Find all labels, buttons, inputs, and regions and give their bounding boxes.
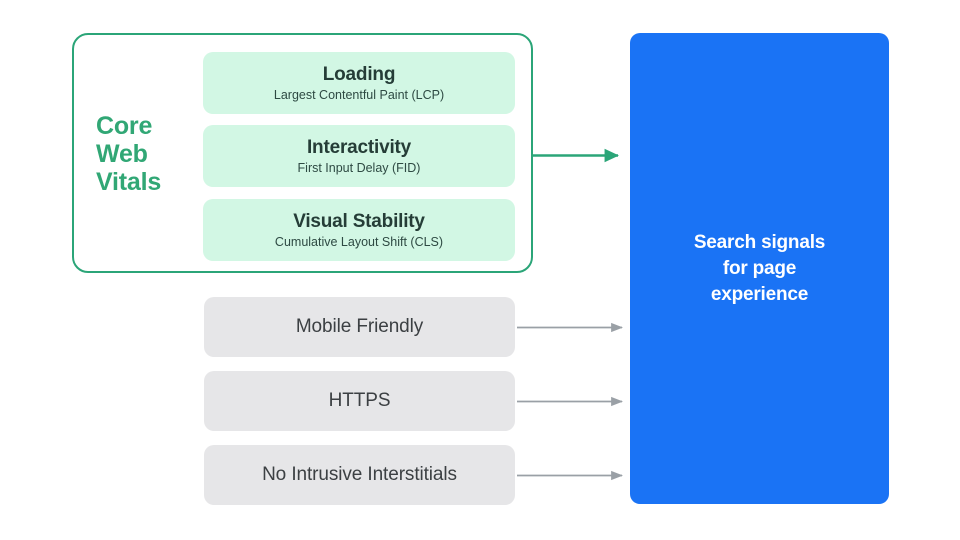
- core-web-vitals-group: [72, 33, 533, 273]
- metric-title-interactivity: Interactivity: [306, 136, 412, 158]
- signal-label-https: HTTPS: [328, 390, 391, 411]
- metric-card-visual-stability[interactable]: Visual Stability Cumulative Layout Shift…: [203, 199, 515, 261]
- metric-card-interactivity[interactable]: Interactivity First Input Delay (FID): [203, 125, 515, 187]
- signal-box-no-intrusive-interstitials[interactable]: No Intrusive Interstitials: [204, 445, 515, 505]
- metric-card-loading[interactable]: Loading Largest Contentful Paint (LCP): [203, 52, 515, 114]
- metric-title-visual-stability: Visual Stability: [293, 210, 425, 232]
- destination-label: Search signals for page experience: [693, 231, 826, 305]
- core-web-vitals-label: Core Web Vitals: [96, 112, 192, 196]
- signal-box-https[interactable]: HTTPS: [204, 371, 515, 431]
- core-web-vitals-label-line-1: Core: [96, 112, 153, 140]
- metric-subtitle-visual-stability: Cumulative Layout Shift (CLS): [274, 234, 444, 249]
- metric-subtitle-loading: Largest Contentful Paint (LCP): [273, 87, 445, 102]
- signal-label-mobile-friendly: Mobile Friendly: [295, 316, 424, 337]
- core-web-vitals-label-line-3: Vitals: [96, 168, 162, 196]
- signal-box-mobile-friendly[interactable]: Mobile Friendly: [204, 297, 515, 357]
- core-web-vitals-label-line-2: Web: [96, 140, 148, 168]
- destination-panel[interactable]: Search signals for page experience: [630, 33, 889, 504]
- signal-label-no-intrusive-interstitials: No Intrusive Interstitials: [262, 464, 457, 485]
- metric-title-loading: Loading: [322, 63, 396, 85]
- metric-subtitle-interactivity: First Input Delay (FID): [297, 160, 421, 175]
